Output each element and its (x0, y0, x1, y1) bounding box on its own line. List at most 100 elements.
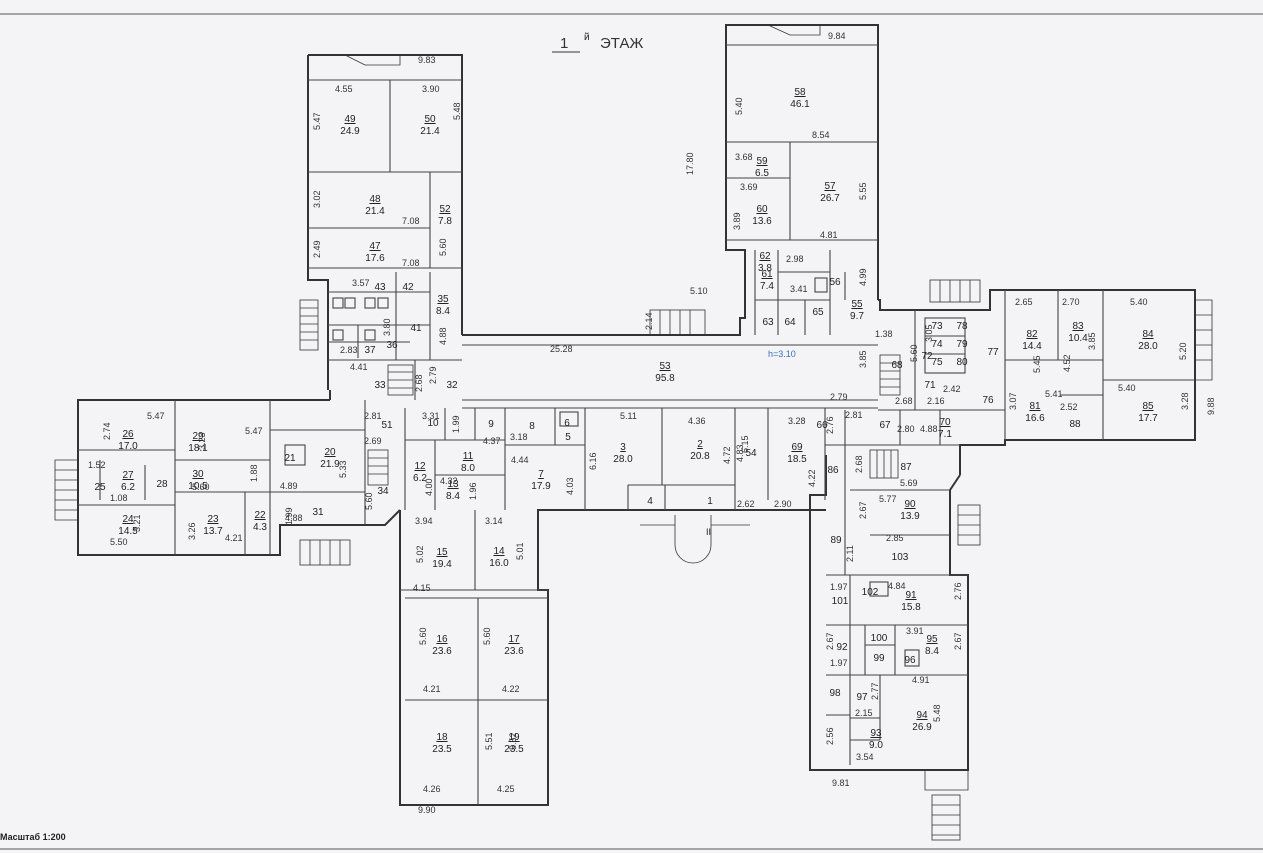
room-number: 72 (921, 351, 933, 362)
dimension-label: 5.41 (1045, 389, 1063, 399)
room-number: 13 (447, 479, 459, 490)
room-area: 18.1 (188, 443, 208, 454)
room-area: 23.6 (504, 646, 524, 657)
dimension-label: 1.38 (875, 329, 893, 339)
dimension-label: 4.88 (920, 424, 938, 434)
scale-label: Масштаб 1:200 (0, 832, 66, 842)
room-number: 93 (870, 728, 882, 739)
room-area: 8.4 (925, 646, 939, 657)
room-3: 328.0 (613, 442, 633, 465)
dimension-label: 2.52 (1060, 402, 1078, 412)
dimension-label: 2.42 (943, 384, 961, 394)
room-area: 28.0 (1138, 341, 1158, 352)
room-number: 14 (493, 546, 505, 557)
room-number: 31 (312, 507, 324, 518)
dimension-label: 4.25 (497, 784, 515, 794)
dimension-label: 4.22 (807, 469, 817, 487)
room-43: 43 (374, 282, 386, 293)
room-number: 23 (207, 514, 219, 525)
room-number: 60 (756, 204, 768, 215)
dimension-label: 2.83 (340, 345, 358, 355)
dimension-label: 2.79 (428, 366, 438, 384)
room-97: 97 (856, 692, 868, 703)
dimension-label: 4.21 (225, 533, 243, 543)
dimension-label: 5.60 (364, 492, 374, 510)
room-62: 623.8 (758, 251, 772, 274)
dimension-label: 3.80 (382, 318, 392, 336)
dimension-label: 4.15 (413, 583, 431, 593)
room-11: 118.0 (461, 451, 475, 474)
room-number: 58 (794, 87, 806, 98)
dimension-label: 5.47 (147, 411, 165, 421)
room-number: 59 (756, 156, 768, 167)
room-number: 98 (829, 688, 841, 699)
room-67: 67 (879, 420, 891, 431)
room-number: 92 (836, 642, 848, 653)
stair-main-entrance (640, 515, 750, 564)
room-area: 21.9 (320, 459, 340, 470)
dimension-label: 4.26 (423, 784, 441, 794)
dimension-label: 8.54 (812, 130, 830, 140)
dimension-label: 2.68 (895, 396, 913, 406)
room-number: 63 (762, 317, 774, 328)
corridor-height-note: h=3.10 (768, 349, 796, 359)
room-area: 7.8 (438, 216, 452, 227)
room-80: 80 (956, 357, 968, 368)
room-area: 28.0 (613, 454, 633, 465)
room-number: 20 (324, 447, 336, 458)
room-32: 32 (446, 380, 458, 391)
room-area: 13.7 (203, 526, 223, 537)
room-61: 617.4 (760, 269, 774, 292)
dimension-label: 9.83 (418, 55, 436, 65)
dimension-label: 1.52 (88, 460, 106, 470)
room-number: 78 (956, 321, 968, 332)
dimension-label: 2.85 (886, 533, 904, 543)
room-number: 47 (369, 241, 381, 252)
dimension-label: 3.28 (1180, 392, 1190, 410)
room-88: 88 (1069, 419, 1081, 430)
dimension-label: 2.14 (644, 312, 654, 330)
dimension-label: 1.97 (830, 658, 848, 668)
room-number: 43 (374, 282, 386, 293)
room-number: 33 (374, 380, 386, 391)
dimension-label: 5.40 (1118, 383, 1136, 393)
dimension-label: 1.88 (249, 464, 259, 482)
dimension-label: 25.28 (550, 344, 573, 354)
room-area: 13.9 (900, 511, 920, 522)
dimension-label: 5.60 (438, 238, 448, 256)
dimension-label: 3.31 (422, 411, 440, 421)
room-number: 57 (824, 181, 836, 192)
room-number: 15 (436, 547, 448, 558)
dimension-label: 5.40 (1130, 297, 1148, 307)
dimension-label: 2.79 (830, 392, 848, 402)
dimension-label: 3.41 (790, 284, 808, 294)
room-number: 12 (414, 461, 426, 472)
dimension-label: 5.51 (484, 732, 494, 750)
room-8: 8 (529, 421, 535, 432)
dimension-label: 5.48 (932, 704, 942, 722)
dimension-label: 5.77 (879, 494, 897, 504)
room-number: 87 (900, 462, 912, 473)
dimension-label: 1.97 (830, 582, 848, 592)
room-area: 15.8 (901, 602, 921, 613)
dimension-label: 4.99 (858, 268, 868, 286)
room-number: 99 (873, 653, 885, 664)
dimension-label: 2.69 (364, 436, 382, 446)
room-number: 65 (812, 307, 824, 318)
room-number: 100 (871, 633, 888, 644)
room-area: 23.5 (504, 744, 524, 755)
room-area: 20.8 (690, 451, 710, 462)
room-96: 96 (904, 655, 916, 666)
room-number: 7 (538, 469, 544, 480)
dimension-label: 7.08 (402, 216, 420, 226)
room-74: 74 (931, 339, 943, 350)
room-area: 19.4 (432, 559, 452, 570)
room-number: 84 (1142, 329, 1154, 340)
